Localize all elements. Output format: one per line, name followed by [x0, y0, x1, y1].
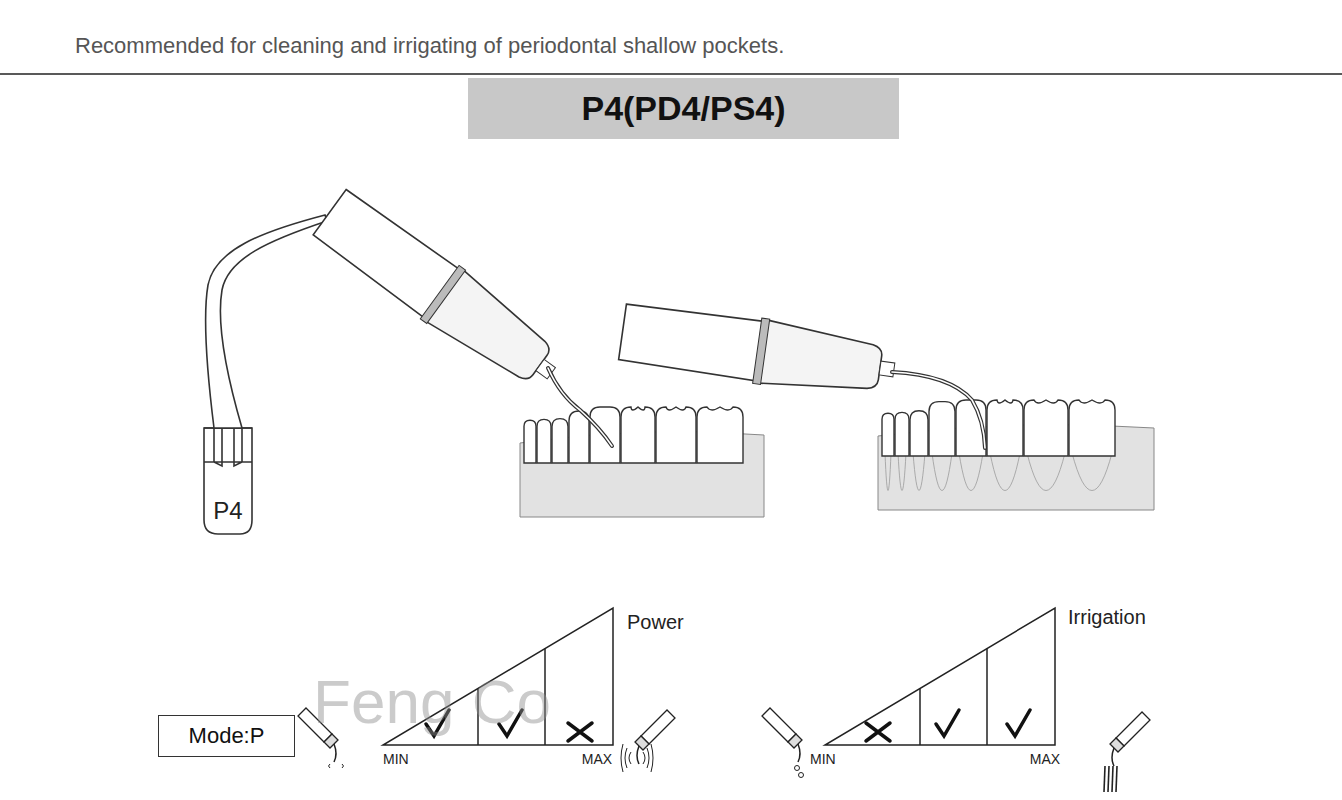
mode-box: Mode:P — [158, 715, 295, 757]
part-name: P4 — [213, 498, 242, 524]
heading: Recommended for cleaning and irrigating … — [75, 34, 784, 58]
node-text: Mode:P — [189, 723, 265, 749]
node-text: P4(PD4/PS4) — [581, 89, 785, 128]
axis-max: MAX — [582, 752, 612, 767]
cross-mark — [866, 723, 890, 741]
watermark: Feng Co — [313, 668, 551, 736]
axis-title: Power — [627, 611, 684, 633]
settings-triangles — [298, 608, 1150, 792]
model-band: P4(PD4/PS4) — [468, 78, 899, 139]
scaler-tip — [204, 215, 327, 534]
axis-min: MIN — [810, 752, 836, 767]
cross-mark — [568, 723, 592, 741]
axis-min: MIN — [383, 752, 409, 767]
axis-title: Irrigation — [1068, 606, 1146, 628]
check-mark — [936, 710, 959, 736]
axis-max: MAX — [1030, 752, 1060, 767]
header-rule — [0, 73, 1342, 75]
check-mark — [1007, 710, 1030, 736]
scene-lingual-teeth — [618, 299, 1154, 510]
